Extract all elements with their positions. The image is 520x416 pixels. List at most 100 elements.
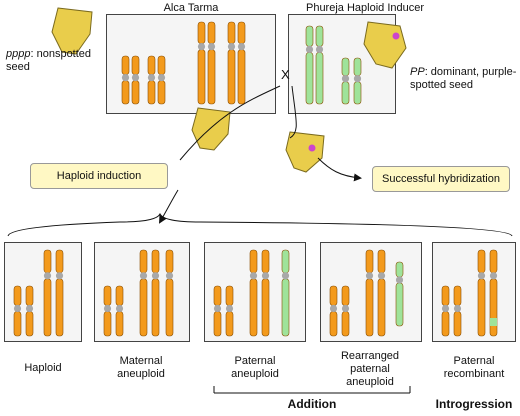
rearr-fragment-green-upper-arm [395, 261, 404, 278]
hybrid-to-success-arrow [317, 157, 362, 182]
mat-aneu-small-1-centromere [103, 304, 112, 313]
pat-aneu-small-1-upper-arm [213, 285, 222, 306]
haploid-small-2-upper-arm [25, 285, 34, 306]
inducer-large-2-upper-arm [315, 25, 324, 47]
maternal-small-pair-1-b-upper-arm [131, 55, 140, 75]
rearr-large-1-lower-arm [365, 278, 374, 337]
pat-aneu-large-1-upper-arm [249, 249, 258, 274]
haploid-large-1-lower-arm [43, 278, 52, 337]
inducer-small-2-upper-arm [353, 57, 362, 77]
recomb-small-1-upper-arm [441, 285, 450, 306]
inducer-large-1-upper-arm [305, 25, 314, 47]
pat-aneu-large-2-centromere [261, 272, 270, 280]
mat-aneu-large-1-centromere [139, 272, 148, 280]
mat-aneu-large-2-lower-arm [151, 278, 160, 337]
result-label-paternal-aneuploid-line1: Paternal [234, 355, 276, 367]
maternal-parent-title: Alca Tarma [163, 2, 219, 14]
rearr-large-1-centromere [365, 272, 374, 280]
pat-aneu-extra-green-lower-arm [281, 278, 290, 337]
maternal-large-pair-1-a-upper-arm [197, 21, 206, 44]
result-label-maternal-aneuploid-line1: Maternal [119, 355, 163, 367]
maternal-small-pair-2-b-upper-arm [157, 55, 166, 75]
rearr-small-2-centromere [341, 304, 350, 313]
pat-aneu-extra-green-centromere [281, 272, 290, 280]
maternal-large-pair-2-b-lower-arm [237, 49, 246, 105]
haploid-small-1-upper-arm [13, 285, 22, 306]
inducer-small-1-centromere [341, 75, 350, 83]
recomb-large-2-lower-arm [489, 278, 498, 337]
maternal-large-pair-2-a-upper-arm [227, 21, 236, 44]
haploid-large-1-centromere [43, 272, 52, 280]
maternal-small-pair-2-a-upper-arm [147, 55, 156, 75]
inducer-small-2-lower-arm [353, 81, 362, 105]
maternal-large-pair-2-b-upper-arm [237, 21, 246, 44]
pat-aneu-extra-green-upper-arm [281, 249, 290, 274]
maternal-genotype: pppp [6, 48, 31, 60]
result-label-rearranged-line1: Rearranged [340, 350, 400, 362]
mat-aneu-large-1-lower-arm [139, 278, 148, 337]
pat-aneu-large-1-lower-arm [249, 278, 258, 337]
haploid-small-2-centromere [25, 304, 34, 313]
inducer-large-2-centromere [315, 45, 324, 54]
mat-aneu-large-3-upper-arm [165, 249, 174, 274]
inducer-small-2-centromere [353, 75, 362, 83]
maternal-large-pair-1-b-lower-arm [207, 49, 216, 105]
inducer-large-1-lower-arm [305, 52, 314, 105]
haploid-small-1-lower-arm [13, 311, 22, 337]
result-label-maternal-aneuploid-line2: aneuploid [117, 368, 165, 380]
inducer-phenotype-line2: spotted seed [410, 79, 473, 91]
pat-aneu-small-2-centromere [225, 304, 234, 313]
results-bracket [7, 212, 513, 237]
inducer-purple-spot [392, 32, 400, 40]
inducer-parent-title: Phureja Haploid Inducer [305, 2, 425, 14]
mat-aneu-small-2-centromere [115, 304, 124, 313]
chromosomes [13, 21, 498, 337]
pat-aneu-small-2-lower-arm [225, 311, 234, 337]
maternal-small-pair-1-b-lower-arm [131, 80, 140, 105]
mat-aneu-large-1-upper-arm [139, 249, 148, 274]
maternal-large-pair-2-b-centromere [237, 43, 246, 51]
haploid-induction-label: Haploid induction [30, 163, 168, 189]
recomb-small-1-centromere [441, 304, 450, 313]
maternal-small-pair-2-b-centromere [157, 74, 166, 82]
rearr-fragment-green-lower-arm [395, 282, 404, 327]
mat-aneu-large-2-upper-arm [151, 249, 160, 274]
maternal-genotype-desc: pppp: nonspotted seed [6, 48, 91, 74]
maternal-small-pair-2-a-centromere [147, 74, 156, 82]
maternal-small-pair-2-b-lower-arm [157, 80, 166, 105]
recomb-large-1-upper-arm [477, 249, 486, 274]
maternal-small-pair-1-a-lower-arm [121, 80, 130, 105]
inducer-genotype: PP [410, 66, 425, 78]
induction-to-results-arrow [159, 189, 179, 224]
pat-aneu-large-1-centromere [249, 272, 258, 280]
rearr-large-2-upper-arm [377, 249, 386, 274]
haploid-induction-seed-icon [191, 107, 231, 151]
inducer-phenotype: : dominant, purple- [424, 66, 517, 78]
result-label-rearranged-line2: paternal [350, 363, 390, 375]
maternal-small-pair-1-b-centromere [131, 74, 140, 82]
maternal-large-pair-2-a-centromere [227, 43, 236, 51]
maternal-small-pair-1-a-centromere [121, 74, 130, 82]
result-label-paternal-aneuploid: Paternal aneuploid [231, 355, 279, 381]
maternal-phenotype-line2: seed [6, 61, 30, 73]
successful-hybridization-label: Successful hybridization [372, 166, 510, 192]
recomb-large-2-upper-arm [489, 249, 498, 274]
recombinant-green-segment [490, 318, 497, 326]
recomb-small-1-lower-arm [441, 311, 450, 337]
mat-aneu-small-2-lower-arm [115, 311, 124, 337]
maternal-large-pair-1-a-lower-arm [197, 49, 206, 105]
inducer-genotype-desc: PP: dominant, purple- spotted seed [410, 66, 516, 92]
rearr-small-2-lower-arm [341, 311, 350, 337]
pat-aneu-small-2-upper-arm [225, 285, 234, 306]
inducer-small-1-upper-arm [341, 57, 350, 77]
recomb-large-2-centromere [489, 272, 498, 280]
recomb-small-2-centromere [453, 304, 462, 313]
maternal-large-pair-1-a-centromere [197, 43, 206, 51]
maternal-small-pair-2-a-lower-arm [147, 80, 156, 105]
rearr-small-1-lower-arm [329, 311, 338, 337]
haploid-large-2-centromere [55, 272, 64, 280]
hybrid-purple-spot [308, 144, 316, 152]
mat-aneu-large-3-lower-arm [165, 278, 174, 337]
result-label-recombinant-line1: Paternal [453, 355, 495, 367]
